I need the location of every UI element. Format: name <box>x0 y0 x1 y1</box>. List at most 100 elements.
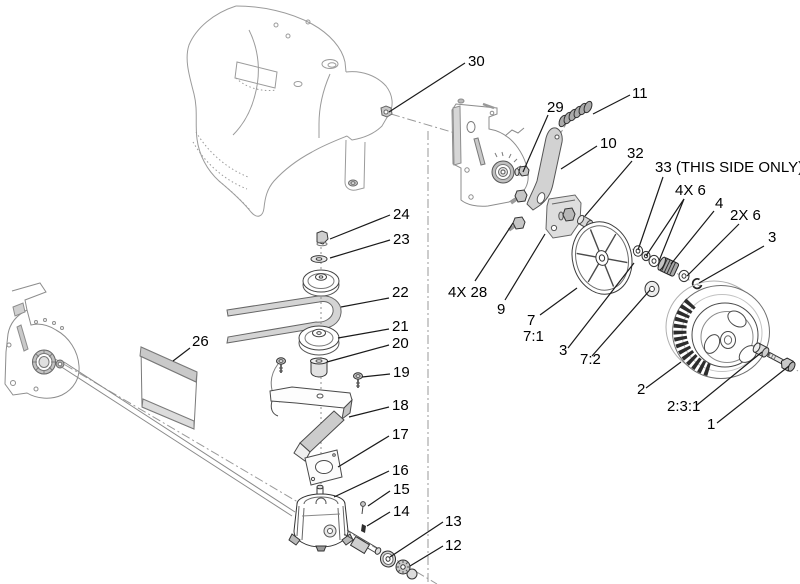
callout-label-33: 33 (THIS SIDE ONLY) <box>655 159 800 176</box>
wheel-face-ring <box>700 311 754 363</box>
housing-plug-inner <box>327 62 337 68</box>
gearbox-foot-left <box>288 533 301 546</box>
callout-label-16: 16 <box>392 462 409 479</box>
drive-belt <box>226 295 342 344</box>
leader-line-11 <box>592 94 631 115</box>
right-height-adjuster-plate <box>451 98 529 207</box>
leader-line-17 <box>337 435 390 468</box>
axle-hex-coupler <box>349 535 371 555</box>
pivot-bracket-9 <box>545 194 582 239</box>
left-plate-nub-4 <box>60 326 64 330</box>
callout-label-26: 26 <box>192 333 209 350</box>
callout-label-7:1: 7:1 <box>523 328 544 345</box>
left-plate-hole-1 <box>10 380 16 386</box>
left-height-adjuster-plate <box>4 282 80 399</box>
axle-edge-bottom <box>59 365 293 517</box>
bolts-28 <box>507 189 528 232</box>
panel-bottom-band <box>141 398 195 430</box>
bracket-bolt <box>562 207 576 222</box>
callout-label-23: 23 <box>393 231 410 248</box>
right-plate-outline <box>451 103 529 207</box>
torsion-spring-11 <box>558 100 593 128</box>
axle-shaft <box>59 361 296 517</box>
housing-rivet-3 <box>305 19 311 25</box>
housing-rivet-1 <box>273 22 279 28</box>
callout-label-2x6: 2X 6 <box>730 207 761 224</box>
housing-rivet-2 <box>285 33 291 39</box>
left-plate-hole-2 <box>6 342 12 348</box>
leader-line-15 <box>367 490 391 507</box>
leader-line-33 <box>637 176 664 251</box>
housing-outline-top <box>235 5 347 73</box>
callout-label-14: 14 <box>393 503 410 520</box>
leader-line-10 <box>560 145 598 170</box>
callout-label-24: 24 <box>393 206 410 223</box>
left-plate-nub-1 <box>34 320 38 324</box>
leader-line-7:2 <box>591 289 651 357</box>
right-plate-slot <box>473 137 486 166</box>
leader-line-20 <box>326 344 390 363</box>
leader-line-2 <box>645 361 682 389</box>
callout-label-19: 19 <box>393 364 410 381</box>
left-plate-bearing-inner <box>38 356 50 368</box>
leader-line-29 <box>522 114 549 173</box>
nut-24-flange <box>316 241 328 247</box>
spacer-2-3-1 <box>752 342 770 358</box>
axle-edge-top <box>63 361 296 513</box>
axle-right-end <box>343 529 382 555</box>
deflector-panel <box>139 346 198 430</box>
leader-line-21 <box>337 328 390 339</box>
callout-label-17: 17 <box>392 426 409 443</box>
left-plate-roller-hole <box>57 361 63 367</box>
leader-line-26 <box>172 347 191 362</box>
leader-line-3a <box>698 245 765 284</box>
right-plate-hole-2 <box>468 194 474 200</box>
bracket-18 <box>269 386 353 462</box>
washer-13 <box>379 550 397 568</box>
left-plate-stub <box>12 302 26 317</box>
housing-rear-cylinder <box>345 71 393 141</box>
housing-seam <box>318 73 331 138</box>
left-plate-bearing-ribs <box>33 350 55 374</box>
housing-plug <box>321 59 339 69</box>
callout-label-4: 4 <box>715 195 723 212</box>
housing-flange-nut-hole <box>350 181 356 185</box>
leader-line-1 <box>716 365 790 424</box>
leader-line-14 <box>366 511 391 527</box>
leader-line-18 <box>348 406 390 418</box>
callout-label-7:2: 7:2 <box>580 351 601 368</box>
upper-pulley <box>302 269 340 297</box>
leader-line-13 <box>389 521 444 558</box>
leader-line-7 <box>539 287 578 316</box>
leader-line-2x6 <box>686 223 740 277</box>
callout-label-7: 7 <box>527 312 535 329</box>
pin-15 <box>360 501 366 515</box>
leader-line-12 <box>409 545 444 567</box>
left-plate-nub-2 <box>43 318 47 322</box>
callout-label-3b: 3 <box>559 342 567 359</box>
gearbox-foot-center <box>315 545 327 552</box>
leader-line-4 <box>670 210 715 265</box>
leader-line-16 <box>333 470 390 498</box>
shift-lever-10 <box>526 127 563 211</box>
right-plate-oval-hole <box>466 121 476 133</box>
leader-line-19 <box>361 373 391 378</box>
left-plate-nub-3 <box>52 321 56 325</box>
washer-23-hole <box>315 257 323 261</box>
callout-label-13: 13 <box>445 513 462 530</box>
pinion-gear-4 <box>657 256 680 277</box>
right-plate-hole-3 <box>489 110 495 116</box>
leader-line-3b <box>567 262 635 349</box>
callout-label-2: 2 <box>637 381 645 398</box>
key-14 <box>361 524 366 533</box>
idler-wheel-7 <box>571 221 633 295</box>
leader-line-30 <box>388 62 466 113</box>
callout-label-10: 10 <box>600 135 617 152</box>
gearbox-body <box>293 503 349 548</box>
screw-19-left <box>276 357 286 373</box>
screw-19-right <box>353 372 363 388</box>
callout-label-29: 29 <box>547 99 564 116</box>
plate-17 <box>304 449 343 486</box>
leader-line-32 <box>584 160 633 217</box>
